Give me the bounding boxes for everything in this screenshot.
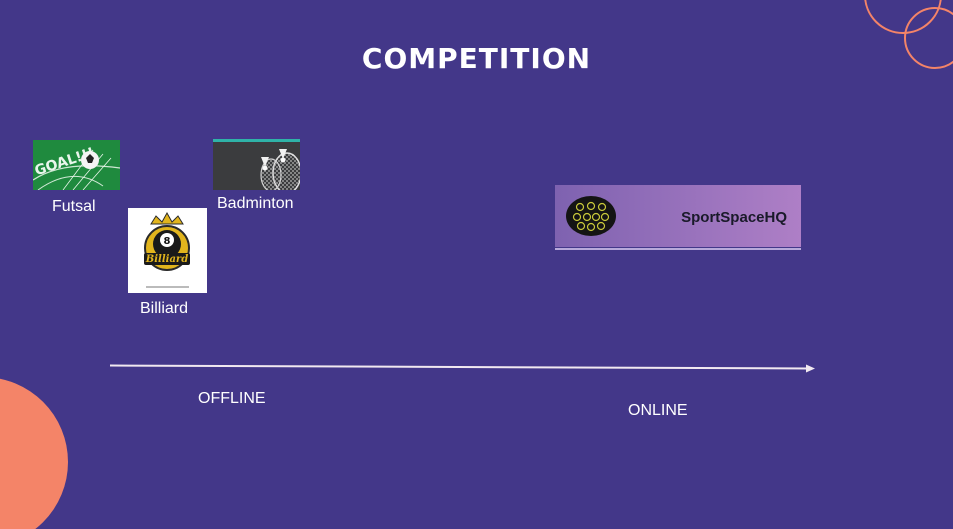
billiard-logo-number: 8	[164, 236, 171, 247]
offline-label: OFFLINE	[198, 390, 266, 407]
badminton-image	[213, 139, 300, 190]
sport-icons-logo-icon	[566, 196, 616, 236]
billiard-image: 8 Billiard	[128, 208, 207, 293]
futsal-label: Futsal	[52, 198, 96, 215]
banner-underline	[555, 248, 801, 250]
decorative-circle	[0, 377, 68, 529]
billiard-label: Billiard	[140, 300, 189, 317]
billiard-logo-wordmark: Billiard	[145, 254, 188, 265]
sportspacehq-banner: SportSpaceHQ	[555, 185, 801, 247]
decorative-rings	[864, 0, 953, 69]
futsal-image: GOAL!!!	[33, 140, 120, 190]
timeline-arrow	[109, 364, 815, 373]
badminton-label: Badminton	[217, 195, 294, 212]
slide-title: COMPETITION	[361, 42, 592, 75]
online-label: ONLINE	[628, 402, 688, 419]
sportspacehq-brand-name: SportSpaceHQ	[681, 209, 787, 226]
